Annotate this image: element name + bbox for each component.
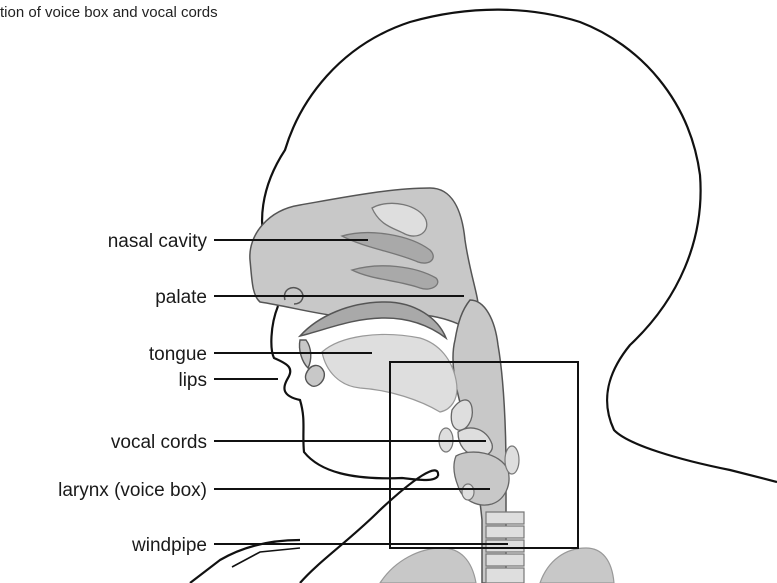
arytenoid	[505, 446, 519, 474]
shoulder-line	[232, 548, 300, 567]
label-larynx: larynx (voice box)	[58, 480, 207, 501]
label-lips: lips	[178, 370, 207, 391]
label-palate: palate	[155, 287, 207, 308]
label-vocal-cords: vocal cords	[111, 432, 207, 453]
lung-right	[540, 548, 614, 583]
lung-left	[380, 548, 476, 583]
label-nasal-cavity: nasal cavity	[108, 231, 208, 252]
larynx-shape	[454, 452, 509, 505]
label-tongue: tongue	[149, 344, 207, 365]
cricoid-cartilage	[462, 484, 474, 500]
label-windpipe: windpipe	[131, 535, 207, 556]
